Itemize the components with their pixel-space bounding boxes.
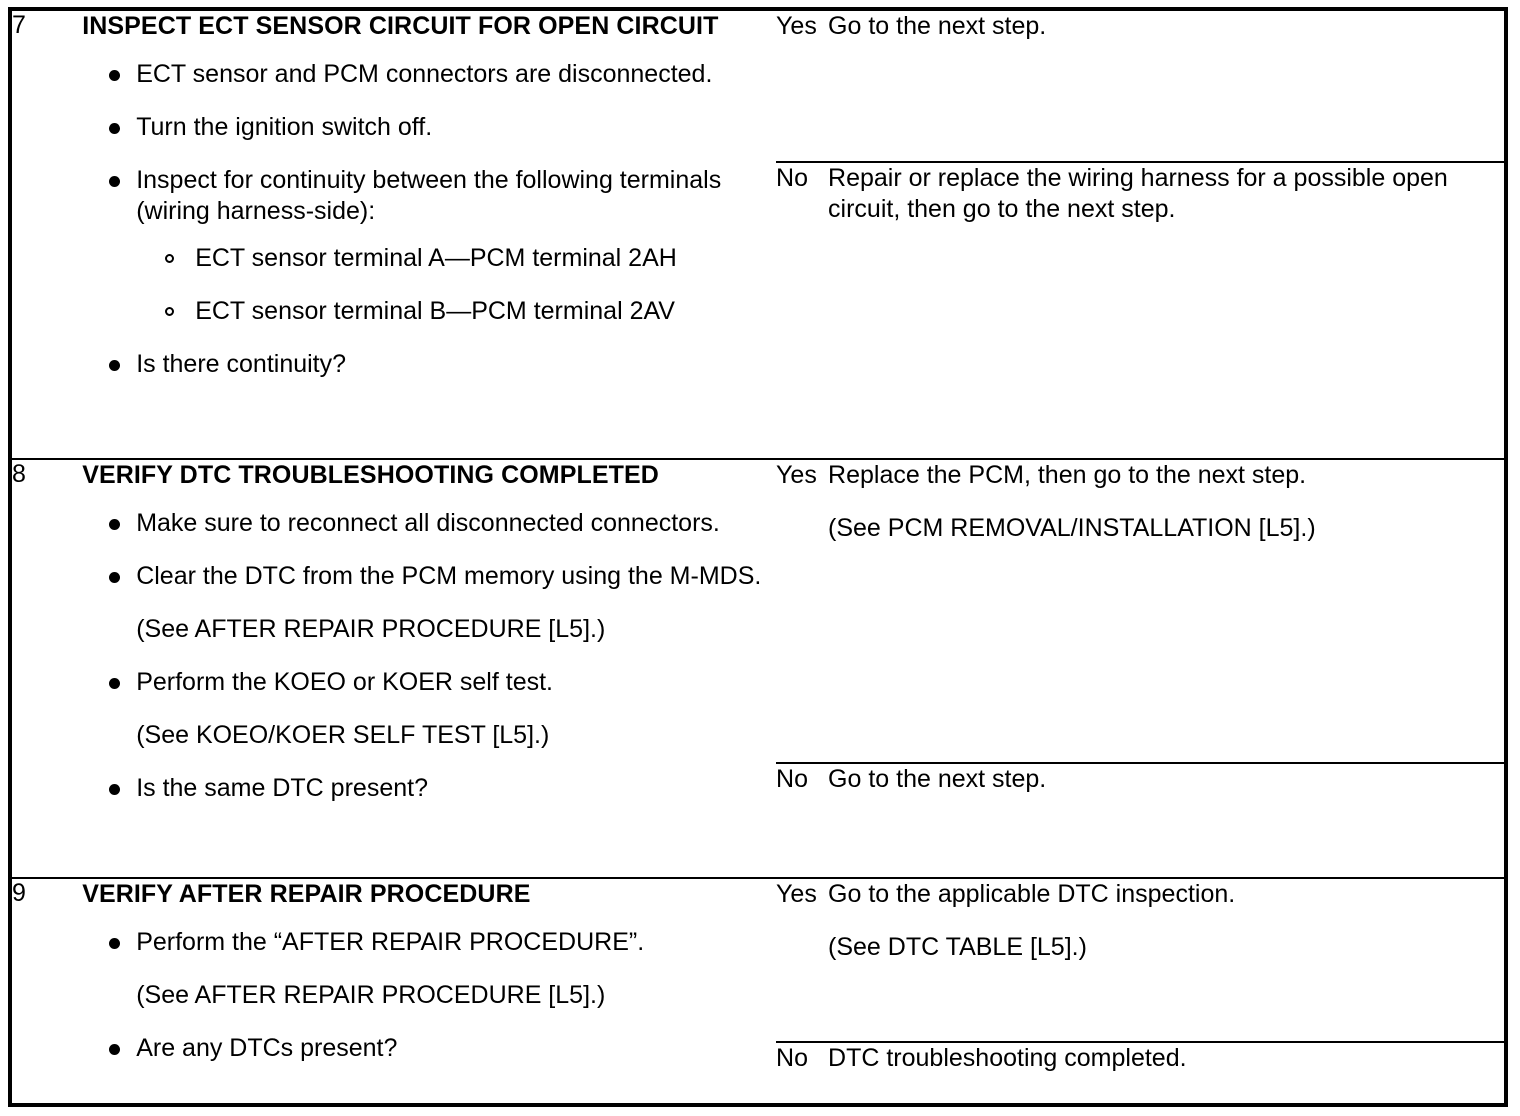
action-reference: (See PCM REMOVAL/INSTALLATION [L5].) (828, 514, 1316, 542)
filled-bullet-icon (109, 1043, 121, 1055)
inspection-cell: INSPECT ECT SENSOR CIRCUIT FOR OPEN CIRC… (82, 9, 777, 460)
list-item-text: Make sure to reconnect all disconnected … (136, 509, 720, 537)
list-item: Turn the ignition switch off. (82, 112, 776, 143)
step-number: 8 (12, 460, 26, 488)
list-item-text: Is the same DTC present? (136, 774, 428, 802)
no-branch-row: No DTC troubleshooting completed. (776, 1042, 1504, 1103)
step-number-cell: 9 (10, 878, 82, 1105)
list-item: Perform the KOEO or KOER self test. (82, 667, 776, 698)
no-action-text: Go to the next step. (828, 763, 1504, 877)
yes-no-table: Yes Go to the applicable DTC inspection.… (776, 878, 1504, 1103)
list-item: Clear the DTC from the PCM memory using … (82, 561, 776, 592)
list-item-text: Inspect for continuity between the follo… (136, 166, 722, 225)
yes-action-text: Go to the next step. (828, 11, 1504, 163)
bullet-list: ECT sensor and PCM connectors are discon… (82, 59, 776, 380)
reference-note: (See AFTER REPAIR PROCEDURE [L5].) (136, 615, 606, 643)
sub-list-item-text: ECT sensor terminal B—PCM terminal 2AV (195, 297, 675, 325)
list-item-text: Are any DTCs present? (136, 1033, 398, 1062)
action-cell: Yes Go to the next step. No Repair or re… (776, 9, 1506, 460)
yes-label: Yes (776, 11, 829, 163)
no-label: No (776, 764, 808, 793)
step-title: VERIFY DTC TROUBLESHOOTING COMPLETED (82, 461, 659, 489)
list-item: Are any DTCs present? (82, 1033, 776, 1064)
hollow-bullet-icon (165, 307, 175, 316)
dtc-troubleshooting-table: 7 INSPECT ECT SENSOR CIRCUIT FOR OPEN CI… (8, 7, 1508, 1107)
step-number: 7 (12, 11, 26, 39)
sub-bullet-list: ECT sensor terminal A—PCM terminal 2AH E… (136, 243, 776, 327)
action-cell: Yes Go to the applicable DTC inspection.… (776, 878, 1506, 1105)
action-line: Go to the next step. (828, 764, 1047, 793)
inspection-cell: VERIFY DTC TROUBLESHOOTING COMPLETED Mak… (82, 459, 777, 879)
reference-note: (See KOEO/KOER SELF TEST [L5].) (136, 721, 550, 749)
step-title: INSPECT ECT SENSOR CIRCUIT FOR OPEN CIRC… (82, 12, 719, 40)
bullet-list: Make sure to reconnect all disconnected … (82, 508, 776, 804)
filled-bullet-icon (109, 937, 121, 949)
filled-bullet-icon (109, 678, 121, 689)
list-item: Is the same DTC present? (82, 773, 776, 804)
list-item: Inspect for continuity between the follo… (82, 165, 776, 327)
filled-bullet-icon (109, 784, 121, 795)
table-row: 7 INSPECT ECT SENSOR CIRCUIT FOR OPEN CI… (10, 9, 1506, 460)
list-item: Is there continuity? (82, 349, 776, 380)
table-body: 7 INSPECT ECT SENSOR CIRCUIT FOR OPEN CI… (10, 9, 1506, 1105)
list-item: Make sure to reconnect all disconnected … (82, 508, 776, 539)
list-item-text: Perform the KOEO or KOER self test. (136, 668, 553, 696)
filled-bullet-icon (109, 176, 121, 187)
no-action-text: Repair or replace the wiring harness for… (828, 162, 1504, 458)
yes-branch-row: Yes Go to the applicable DTC inspection.… (776, 878, 1504, 1043)
filled-bullet-icon (109, 123, 121, 134)
sub-list-item: ECT sensor terminal B—PCM terminal 2AV (136, 296, 776, 327)
yes-action-text: Replace the PCM, then go to the next ste… (828, 460, 1504, 764)
no-branch-row: No Repair or replace the wiring harness … (776, 162, 1504, 458)
inspection-cell: VERIFY AFTER REPAIR PROCEDURE Perform th… (82, 878, 776, 1105)
list-item: ECT sensor and PCM connectors are discon… (82, 59, 776, 90)
no-branch-row: No Go to the next step. (776, 763, 1504, 877)
action-cell: Yes Replace the PCM, then go to the next… (776, 459, 1506, 879)
action-reference: (See DTC TABLE [L5].) (828, 932, 1087, 961)
filled-bullet-icon (109, 70, 121, 81)
yes-branch-row: Yes Go to the next step. (776, 11, 1504, 163)
step-title: VERIFY AFTER REPAIR PROCEDURE (82, 879, 531, 908)
action-line: Go to the next step. (828, 12, 1047, 40)
yes-branch-row: Yes Replace the PCM, then go to the next… (776, 460, 1504, 764)
list-item-text: Turn the ignition switch off. (136, 113, 433, 141)
step-number-cell: 7 (10, 9, 83, 460)
action-line: Go to the applicable DTC inspection. (828, 879, 1236, 908)
table-row: 9 VERIFY AFTER REPAIR PROCEDURE Perform … (10, 878, 1506, 1105)
action-line: Repair or replace the wiring harness for… (828, 163, 1448, 223)
yes-label: Yes (776, 460, 829, 764)
table-row: 8 VERIFY DTC TROUBLESHOOTING COMPLETED M… (10, 459, 1506, 879)
filled-bullet-icon (109, 360, 121, 371)
filled-bullet-icon (109, 572, 121, 583)
filled-bullet-icon (109, 519, 121, 530)
step-number: 9 (12, 878, 26, 907)
list-item-text: ECT sensor and PCM connectors are discon… (136, 60, 713, 88)
sub-list-item: ECT sensor terminal A—PCM terminal 2AH (136, 243, 776, 274)
no-action-text: DTC troubleshooting completed. (828, 1042, 1504, 1103)
step-number-cell: 8 (10, 459, 83, 879)
yes-no-table: Yes Go to the next step. No Repair or re… (776, 11, 1504, 458)
list-item-text: Is there continuity? (136, 350, 347, 378)
hollow-bullet-icon (165, 254, 175, 263)
sub-list-item-text: ECT sensor terminal A—PCM terminal 2AH (195, 244, 677, 272)
yes-label: Yes (776, 878, 829, 1043)
bullet-list: Perform the “AFTER REPAIR PROCEDURE”. (S… (82, 927, 776, 1064)
reference-note: (See AFTER REPAIR PROCEDURE [L5].) (136, 980, 606, 1009)
action-line: Replace the PCM, then go to the next ste… (828, 461, 1307, 489)
list-item-text: Clear the DTC from the PCM memory using … (136, 562, 762, 590)
list-item: Perform the “AFTER REPAIR PROCEDURE”. (82, 927, 776, 958)
list-item-text: Perform the “AFTER REPAIR PROCEDURE”. (136, 927, 645, 956)
yes-action-text: Go to the applicable DTC inspection. (Se… (828, 878, 1504, 1043)
no-label: No (776, 163, 808, 192)
action-line: DTC troubleshooting completed. (828, 1043, 1187, 1072)
no-label: No (776, 1043, 808, 1072)
yes-no-table: Yes Replace the PCM, then go to the next… (776, 460, 1504, 877)
